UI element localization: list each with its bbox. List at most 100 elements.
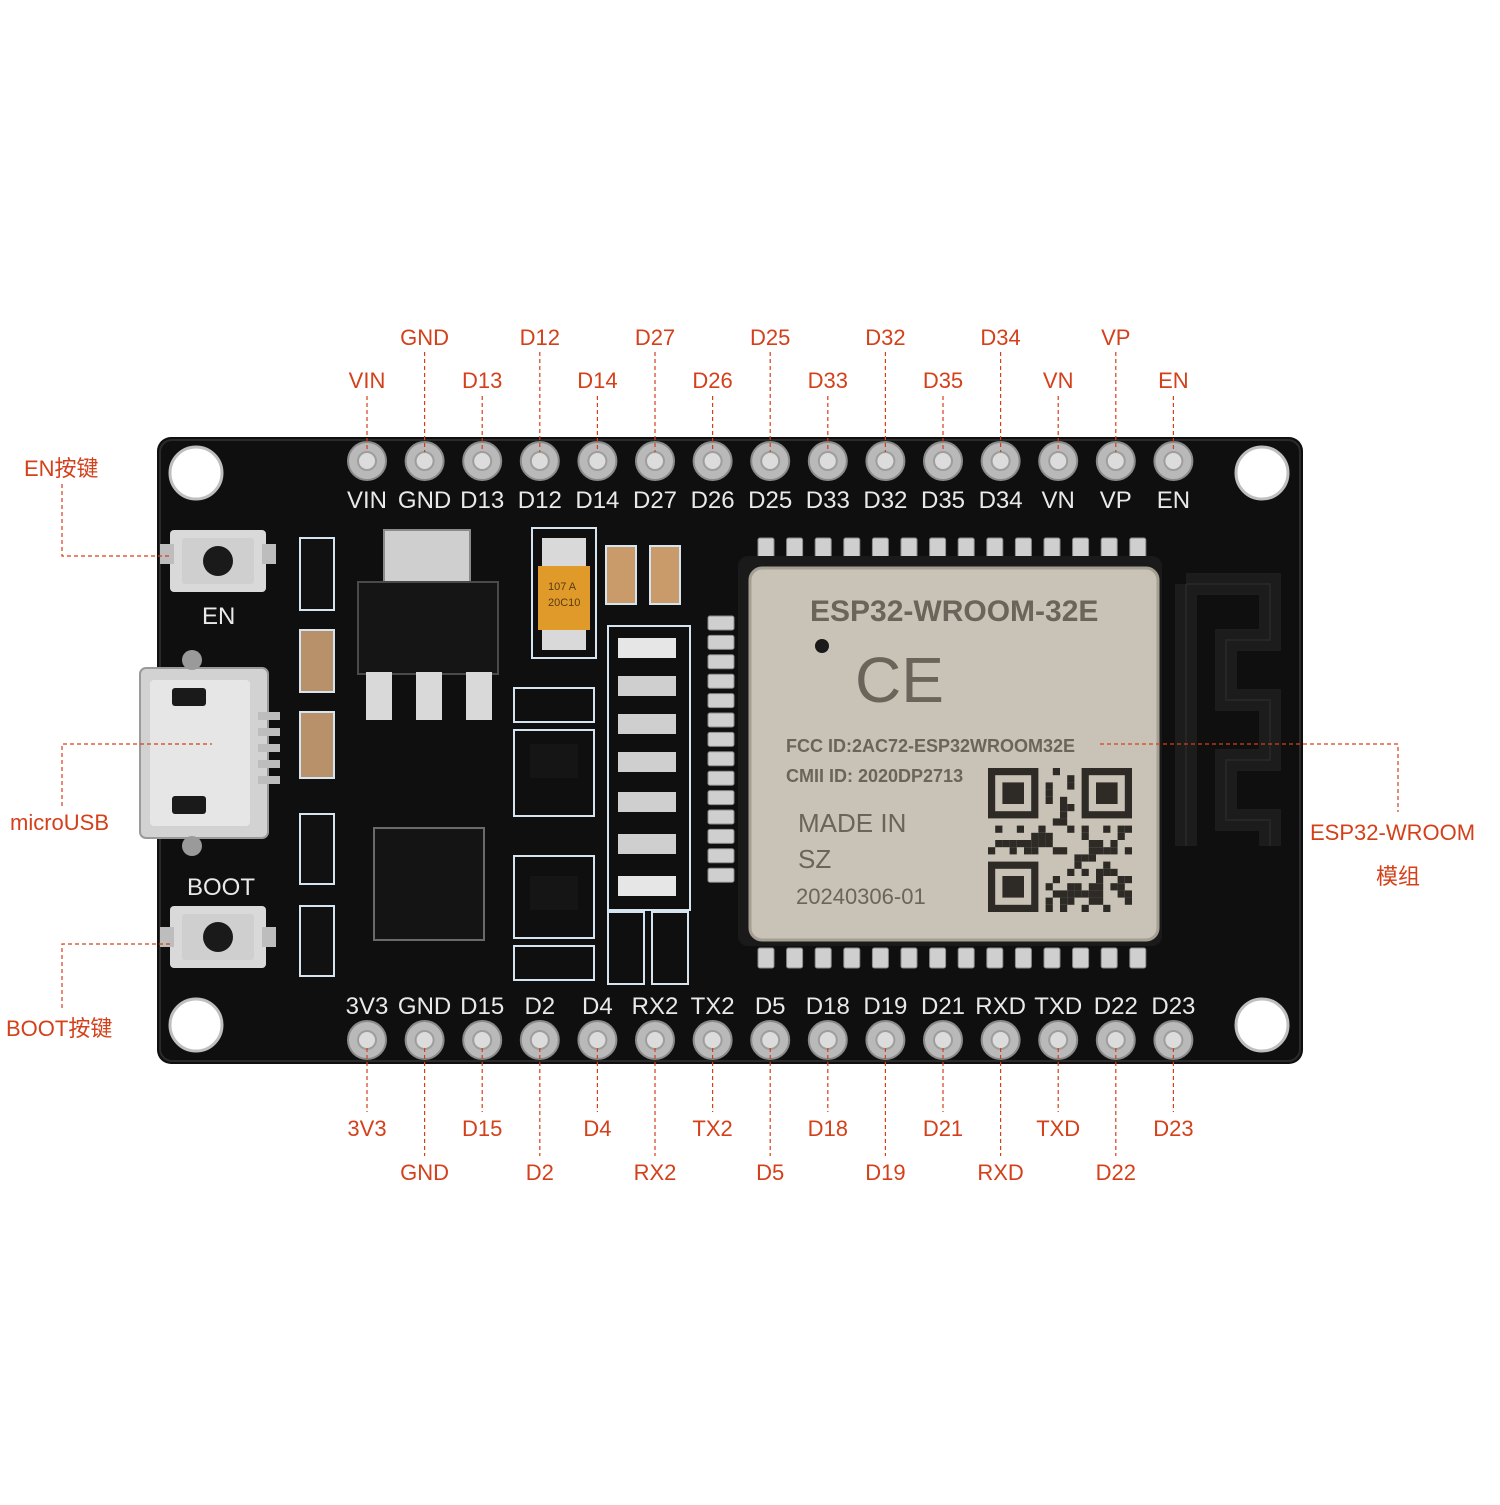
module-left-pad — [707, 790, 735, 806]
callout-d13: D13 — [462, 368, 502, 393]
module-top-pad — [1014, 537, 1032, 559]
module-shield — [748, 566, 1160, 942]
module-left-pad — [707, 751, 735, 767]
usb-uart-chip — [373, 827, 485, 941]
module-top-pad — [786, 537, 804, 559]
mounting-hole-bottom-right — [1234, 997, 1290, 1053]
module-left-pad — [707, 693, 735, 709]
callout-module-line1: ESP32-WROOM — [1310, 820, 1475, 845]
silk-label-gnd: GND — [398, 487, 451, 514]
silk-label-d13: D13 — [460, 487, 504, 514]
micro-usb-connector[interactable] — [139, 650, 280, 856]
module-top-pad — [1129, 537, 1147, 559]
leader-boot-button — [61, 943, 170, 1008]
module-top-pad — [986, 537, 1004, 559]
bottom-pin-d4 — [577, 1020, 618, 1060]
module-left-pad — [707, 867, 735, 883]
module-bottom-pad — [757, 947, 775, 969]
callout-d32: D32 — [865, 325, 905, 350]
module-left-pads — [707, 615, 735, 883]
silk-label-vn: VN — [1042, 487, 1075, 514]
callout-d33: D33 — [808, 368, 848, 393]
callout-d23: D23 — [1153, 1116, 1193, 1141]
module-bottom-pad — [986, 947, 1004, 969]
callout-d14: D14 — [577, 368, 617, 393]
module-left-pad — [707, 770, 735, 786]
silk-label-d14: D14 — [575, 487, 619, 514]
date-code: 20240306-01 — [796, 884, 926, 909]
silk-label-d33: D33 — [806, 487, 850, 514]
silk-label-d34: D34 — [979, 487, 1023, 514]
silk-label-en: EN — [1157, 487, 1190, 514]
module-bottom-pad — [871, 947, 889, 969]
module-bottom-pad — [900, 947, 918, 969]
silk-label-gnd: GND — [398, 993, 451, 1020]
top-pin-d14 — [577, 441, 618, 481]
made-in: MADE IN — [798, 808, 906, 838]
callout-rxd: RXD — [977, 1160, 1023, 1185]
boot-button-cap — [203, 922, 233, 952]
bottom-pin-d5 — [750, 1020, 791, 1060]
mounting-hole-top-right — [1234, 445, 1290, 501]
cap-marking-1: 107 A — [548, 581, 577, 593]
top-pin-d25 — [750, 441, 791, 481]
boot-button-silk-label: BOOT — [187, 874, 255, 901]
callout-en-button: EN按键 — [24, 456, 99, 481]
callout-micro-usb: microUSB — [10, 810, 109, 835]
module-left-pad — [707, 809, 735, 825]
top-pin-d32 — [865, 441, 906, 481]
silk-label-d21: D21 — [921, 993, 965, 1020]
leader-module — [1100, 743, 1399, 812]
module-bottom-pad — [929, 947, 947, 969]
callout-d35: D35 — [923, 368, 963, 393]
mounting-holes — [168, 445, 1290, 1053]
cmiit-id: CMII ID: 2020DP2713 — [786, 766, 963, 786]
tantalum-capacitor: 107 A 20C10 — [531, 527, 597, 659]
module-top-pad — [843, 537, 861, 559]
boot-button[interactable] — [160, 906, 276, 968]
callout-gnd: GND — [400, 325, 449, 350]
esp32-wroom-module: ESP32-WROOM-32E CE FCC ID:2AC72-ESP32WRO… — [738, 556, 1162, 946]
module-top-pad — [1072, 537, 1090, 559]
callout-vin: VIN — [349, 368, 386, 393]
led-resistor-column — [607, 625, 691, 985]
callout-vp: VP — [1101, 325, 1130, 350]
silk-label-d15: D15 — [460, 993, 504, 1020]
top-pin-d12 — [519, 441, 560, 481]
silk-label-rx2: RX2 — [632, 993, 679, 1020]
callout-d27: D27 — [635, 325, 675, 350]
cap-marking-2: 20C10 — [548, 597, 580, 609]
bottom-pin-txd — [1038, 1020, 1079, 1060]
module-left-pad — [707, 731, 735, 747]
callout-module-line2: 模组 — [1376, 864, 1420, 889]
silk-label-d35: D35 — [921, 487, 965, 514]
callout-d15: D15 — [462, 1116, 502, 1141]
module-top-pad — [757, 537, 775, 559]
top-pin-d26 — [692, 441, 733, 481]
top-pin-d27 — [635, 441, 675, 481]
module-bottom-pad — [1014, 947, 1032, 969]
callout-d25: D25 — [750, 325, 790, 350]
module-left-pad — [707, 848, 735, 864]
left-passives — [299, 537, 335, 977]
top-pin-en — [1153, 441, 1194, 481]
silk-label-d25: D25 — [748, 487, 792, 514]
silk-label-d32: D32 — [863, 487, 907, 514]
qr-code — [988, 768, 1132, 912]
callout-boot-button: BOOT按键 — [6, 1016, 112, 1041]
module-left-pad — [707, 828, 735, 844]
silk-label-d5: D5 — [755, 993, 786, 1020]
module-bottom-pad — [786, 947, 804, 969]
bottom-pin-callouts: 3V3GNDD15D2D4RX2TX2D5D18D19D21RXDTXDD22D… — [347, 1048, 1194, 1185]
callout-vn: VN — [1043, 368, 1074, 393]
en-button[interactable] — [160, 530, 276, 592]
module-left-pad — [707, 673, 735, 689]
top-pin-callouts: VINGNDD13D12D14D27D26D25D33D32D35D34VNVP… — [349, 325, 1189, 452]
leader-micro-usb — [61, 743, 212, 806]
silk-label-rxd: RXD — [975, 993, 1026, 1020]
module-bottom-pad — [1100, 947, 1118, 969]
top-pin-header — [347, 441, 1194, 481]
bottom-pin-tx2 — [692, 1020, 733, 1060]
